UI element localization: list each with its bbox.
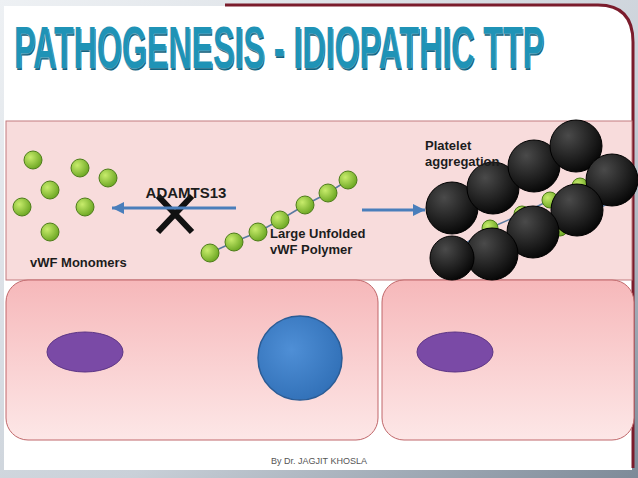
arrow-connector bbox=[112, 207, 236, 210]
vwf-monomer bbox=[41, 181, 59, 199]
cell-nucleus bbox=[47, 332, 123, 372]
vwf-monomer bbox=[296, 196, 314, 214]
vessel-lumen bbox=[6, 121, 632, 280]
cross-stroke bbox=[158, 196, 192, 232]
vwf-monomer bbox=[99, 169, 117, 187]
platelet-aggregate bbox=[426, 120, 638, 280]
arrow-connector bbox=[362, 209, 425, 212]
platelet bbox=[430, 236, 474, 280]
illustration-group: vWF Monomers bbox=[8, 145, 112, 275]
platelets bbox=[426, 120, 638, 280]
slide-title: PATHOGENESIS - IDIOPATHIC TTP bbox=[14, 16, 544, 80]
vwf-monomer bbox=[319, 184, 337, 202]
illustration-group: Platelet aggregation bbox=[425, 132, 635, 277]
cross-stroke bbox=[158, 196, 192, 232]
vwf-monomer bbox=[249, 223, 267, 241]
node-label: Large Unfolded vWF Polymer bbox=[270, 226, 374, 258]
endothelial-cell bbox=[6, 280, 378, 440]
vwf-monomer bbox=[201, 244, 219, 262]
node-label: vWF Monomers bbox=[30, 255, 127, 271]
blue-cell bbox=[258, 316, 342, 400]
endothelial-cell bbox=[382, 280, 634, 440]
cell-nucleus bbox=[417, 332, 493, 372]
vwf-monomer bbox=[13, 198, 31, 216]
vwf-monomers bbox=[13, 151, 117, 241]
vwf-monomer bbox=[71, 159, 89, 177]
vwf-monomer bbox=[225, 233, 243, 251]
vwf-monomer bbox=[41, 223, 59, 241]
block-cross bbox=[158, 196, 192, 232]
illustration-group: Large Unfolded vWF Polymer bbox=[236, 172, 362, 264]
node-label: Platelet aggregation bbox=[425, 138, 515, 170]
vwf-monomer bbox=[24, 151, 42, 169]
author-credit: By Dr. JAGJIT KHOSLA bbox=[0, 455, 638, 467]
enzyme-label: ADAMTS13 bbox=[146, 184, 227, 202]
vwf-monomer bbox=[76, 198, 94, 216]
vwf-monomer bbox=[339, 171, 357, 189]
